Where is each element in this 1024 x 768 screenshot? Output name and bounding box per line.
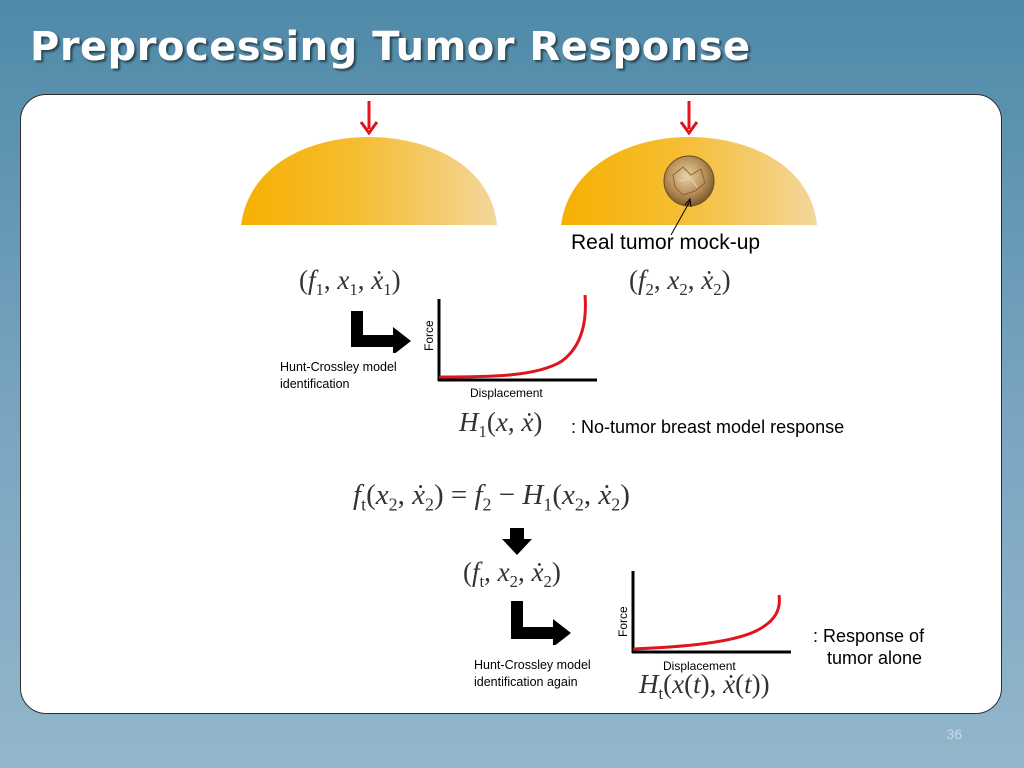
- hc-identification-label: Hunt-Crossley model identification: [280, 360, 397, 391]
- page-number: 36: [946, 726, 962, 742]
- response-curve: [438, 294, 587, 379]
- x-axis-label: Displacement: [470, 386, 543, 400]
- tuple-f1-x1: (f1, x1, ẋ1): [299, 265, 401, 299]
- slide-title: Preprocessing Tumor Response: [30, 24, 751, 70]
- force-displacement-chart-2: Force Displacement: [616, 571, 791, 673]
- elbow-arrow-icon: [511, 601, 571, 645]
- tuple-ft-x2: (ft, x2, ẋ2): [463, 557, 561, 591]
- y-axis-label: Force: [616, 606, 630, 637]
- x-axis-label: Displacement: [663, 659, 736, 673]
- no-tumor-response-label: : No-tumor breast model response: [571, 417, 845, 437]
- response-curve: [632, 594, 781, 651]
- tumor-label: Real tumor mock-up: [571, 231, 761, 254]
- breast-model-no-tumor: [241, 101, 497, 225]
- elbow-arrow-icon: [351, 311, 411, 353]
- force-displacement-chart-1: Force Displacement: [422, 294, 597, 400]
- ht-model: Ht(x(t), ẋ(t)): [639, 669, 770, 703]
- down-arrow-icon: [502, 528, 532, 555]
- y-axis-label: Force: [422, 320, 436, 351]
- content-panel: Real tumor mock-up (f1, x1, ẋ1) (f2, x2,…: [20, 94, 1002, 714]
- tumor-mockup: [663, 155, 715, 207]
- breast-model-with-tumor: [561, 101, 817, 235]
- tuple-f2-x2: (f2, x2, ẋ2): [629, 265, 731, 299]
- tumor-force-equation: ft(x2, ẋ2) = f2 − H1(x2, ẋ2): [353, 479, 630, 515]
- h1-model: H1(x, ẋ): [459, 407, 543, 441]
- tumor-response-label: : Response of tumor alone: [813, 626, 925, 668]
- hc-identification-again-label: Hunt-Crossley model identification again: [474, 658, 591, 689]
